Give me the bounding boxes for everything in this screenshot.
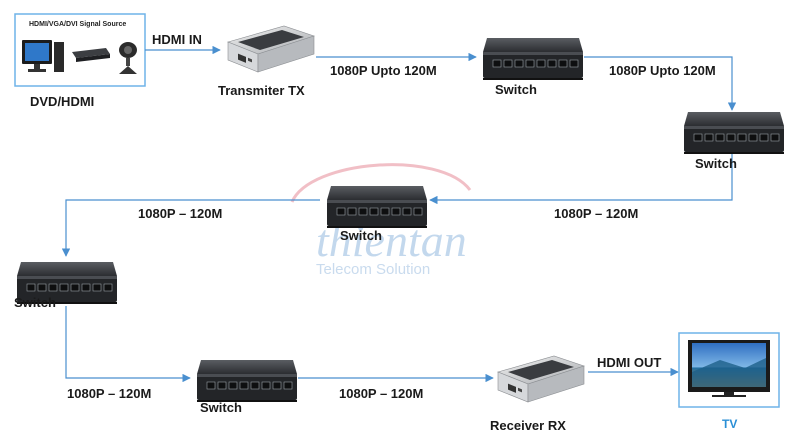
link3-label: 1080P – 120M xyxy=(554,206,638,221)
receiver-label: Receiver RX xyxy=(490,418,566,433)
arrow-switch2-switch3 xyxy=(429,150,733,205)
source-label: DVD/HDMI xyxy=(30,94,94,109)
hdmi-in-label: HDMI IN xyxy=(152,32,202,47)
switch-3-device xyxy=(326,185,428,229)
arrow-switch4-switch5 xyxy=(65,306,191,383)
dvd-player-icon xyxy=(72,48,110,62)
tv-label: TV xyxy=(722,417,737,431)
link4-label: 1080P – 120M xyxy=(138,206,222,221)
switch-5-label: Switch xyxy=(200,400,242,415)
switch-2-label: Switch xyxy=(695,156,737,171)
camera-icon xyxy=(119,42,137,74)
switch-4-label: Switch xyxy=(14,295,56,310)
arrow-switch3-switch4 xyxy=(61,199,320,257)
connectors xyxy=(61,45,737,383)
tv-icon xyxy=(688,340,770,397)
signal-source-box: HDMI/VGA/DVI Signal Source xyxy=(14,13,146,87)
source-box-title: HDMI/VGA/DVI Signal Source xyxy=(29,21,126,28)
receiver-device xyxy=(497,355,585,403)
switch-1-device xyxy=(482,37,584,81)
transmitter-device xyxy=(227,25,315,73)
link2-label: 1080P Upto 120M xyxy=(609,63,716,78)
switch-5-device xyxy=(196,359,298,403)
switch-1-label: Switch xyxy=(495,82,537,97)
switch-3-label: Switch xyxy=(340,228,382,243)
watermark-tagline: Telecom Solution xyxy=(316,261,430,278)
tv-box xyxy=(678,332,780,408)
link5-label: 1080P – 120M xyxy=(67,386,151,401)
hdmi-out-label: HDMI OUT xyxy=(597,355,661,370)
arrow-switch1-switch2 xyxy=(584,56,737,111)
computer-icon xyxy=(22,40,64,72)
switch-2-device xyxy=(683,111,785,155)
link6-label: 1080P – 120M xyxy=(339,386,423,401)
link1-label: 1080P Upto 120M xyxy=(330,63,437,78)
transmitter-label: Transmiter TX xyxy=(218,83,305,98)
